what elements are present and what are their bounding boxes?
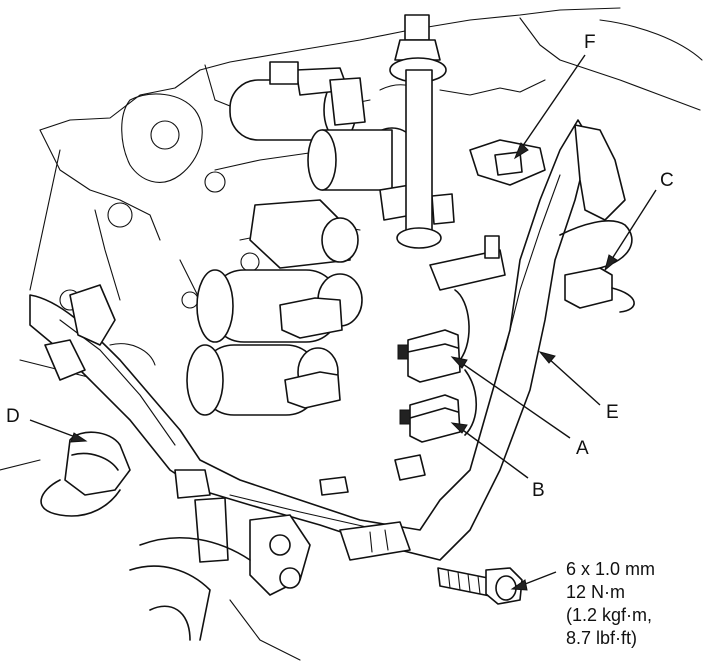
bolt-spec-torque-kgfm: (1.2 kgf·m, (566, 605, 652, 625)
connector-a (397, 329, 461, 383)
upper-solenoid-assembly (229, 61, 455, 225)
callout-d: D (6, 406, 20, 427)
callout-c: C (660, 170, 674, 191)
callout-e: E (606, 402, 619, 423)
bolt (437, 567, 523, 605)
stud-shaft (389, 14, 447, 249)
callout-b: B (532, 480, 545, 501)
lower-solenoids (186, 199, 363, 416)
left-clip (44, 284, 116, 381)
connector-d (40, 431, 131, 517)
bolt-spec-torque-nm: 12 N·m (566, 582, 625, 602)
bolt-spec-torque-lbfft: 8.7 lbf·ft) (566, 628, 637, 648)
bolt-spec-size: 6 x 1.0 mm (566, 559, 655, 579)
connector-b (399, 394, 461, 443)
callout-a: A (576, 438, 589, 459)
connector-c (559, 220, 635, 313)
bottom-bracket (129, 497, 411, 661)
callout-f: F (584, 32, 596, 53)
leader-lines (29, 54, 657, 591)
